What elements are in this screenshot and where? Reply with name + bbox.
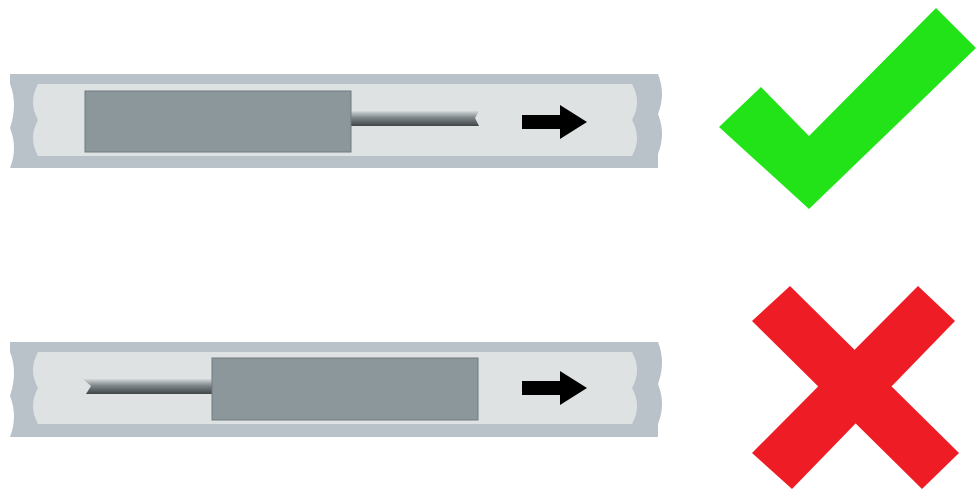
cross-icon — [752, 286, 959, 489]
arrow-right-icon — [522, 371, 587, 405]
block — [84, 90, 352, 153]
cross-stroke-b — [752, 286, 955, 489]
row-correct — [10, 74, 662, 168]
rod — [83, 379, 213, 394]
row-incorrect — [10, 342, 662, 437]
checkmark-icon — [719, 8, 976, 209]
arrow-right-icon — [522, 105, 587, 139]
rod — [350, 111, 479, 126]
block — [211, 357, 479, 421]
